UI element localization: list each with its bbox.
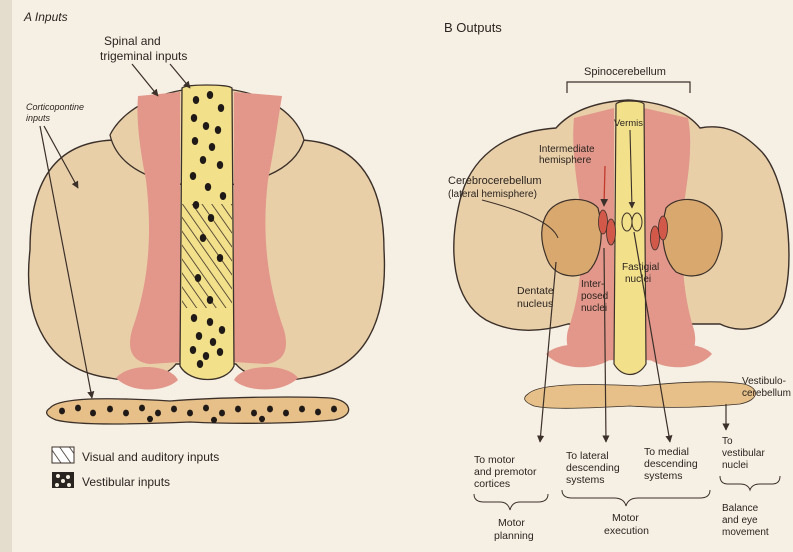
dentate-nucleus-right [663,199,722,275]
intermediate-label-line1: Intermediate [539,144,595,155]
function-balance-line1: Balance [722,503,759,514]
spinal-label-line2: trigeminal inputs [100,49,187,63]
function-execution-line1: Motor [612,512,639,524]
panel-a-visual-auditory-region [182,204,232,308]
panel-b-flocculonodular-lobe [525,382,756,408]
target-medial-line2: descending [644,458,698,470]
interposed-nucleus-right-b [659,216,668,240]
function-planning-line1: Motor [498,517,525,529]
spinal-label-line1: Spinal and [104,34,161,48]
spinocerebellum-label: Spinocerebellum [584,66,666,78]
vermis-label: Vermis [614,118,643,129]
fastigial-label-line2: nuclei [625,274,651,285]
function-planning-line2: planning [494,530,534,542]
cerebro-label-line2: (lateral hemisphere) [448,189,537,200]
target-lateral-line1: To lateral [566,450,609,462]
cerebro-label-line1: Cerebrocerebellum [448,175,542,187]
corticopontine-label-line1: Corticopontine [26,102,84,112]
legend-vestibular-label: Vestibular inputs [82,475,170,489]
vestibulo-label-line1: Vestibulo- [742,376,786,387]
target-lateral-line3: systems [566,474,605,486]
function-balance-line3: movement [722,527,769,538]
target-medial-line1: To medial [644,446,689,458]
function-balance-line2: and eye [722,515,758,526]
target-vestibular-line1: To [722,436,733,447]
fastigial-nucleus-left [622,213,632,231]
interposed-label-line1: Inter- [581,279,604,290]
function-execution-line2: execution [604,525,649,537]
page-shadow [0,0,12,552]
interposed-label-line3: nuclei [581,303,607,314]
target-vestibular-line2: vestibular [722,448,765,459]
target-medial-line3: systems [644,470,683,482]
corticopontine-label-line2: inputs [26,113,51,123]
intermediate-label-line2: hemisphere [539,155,592,166]
dentate-nucleus-left [542,199,601,275]
target-motor-line3: cortices [474,478,510,490]
legend-hatch-fill [52,447,74,463]
target-vestibular-line3: nuclei [722,460,748,471]
dentate-label-line2: nucleus [517,298,553,310]
fastigial-nucleus-right [632,213,642,231]
legend-visual-auditory-label: Visual and auditory inputs [82,450,219,464]
target-motor-line1: To motor [474,454,515,466]
panel-b-title: B Outputs [444,20,502,35]
panel-a-title: A Inputs [23,10,68,24]
interposed-nucleus-left-b [607,219,616,245]
vestibulo-label-line2: cerebellum [742,388,791,399]
target-lateral-line2: descending [566,462,620,474]
dentate-label-line1: Dentate [517,285,554,297]
target-motor-line2: and premotor [474,466,537,478]
